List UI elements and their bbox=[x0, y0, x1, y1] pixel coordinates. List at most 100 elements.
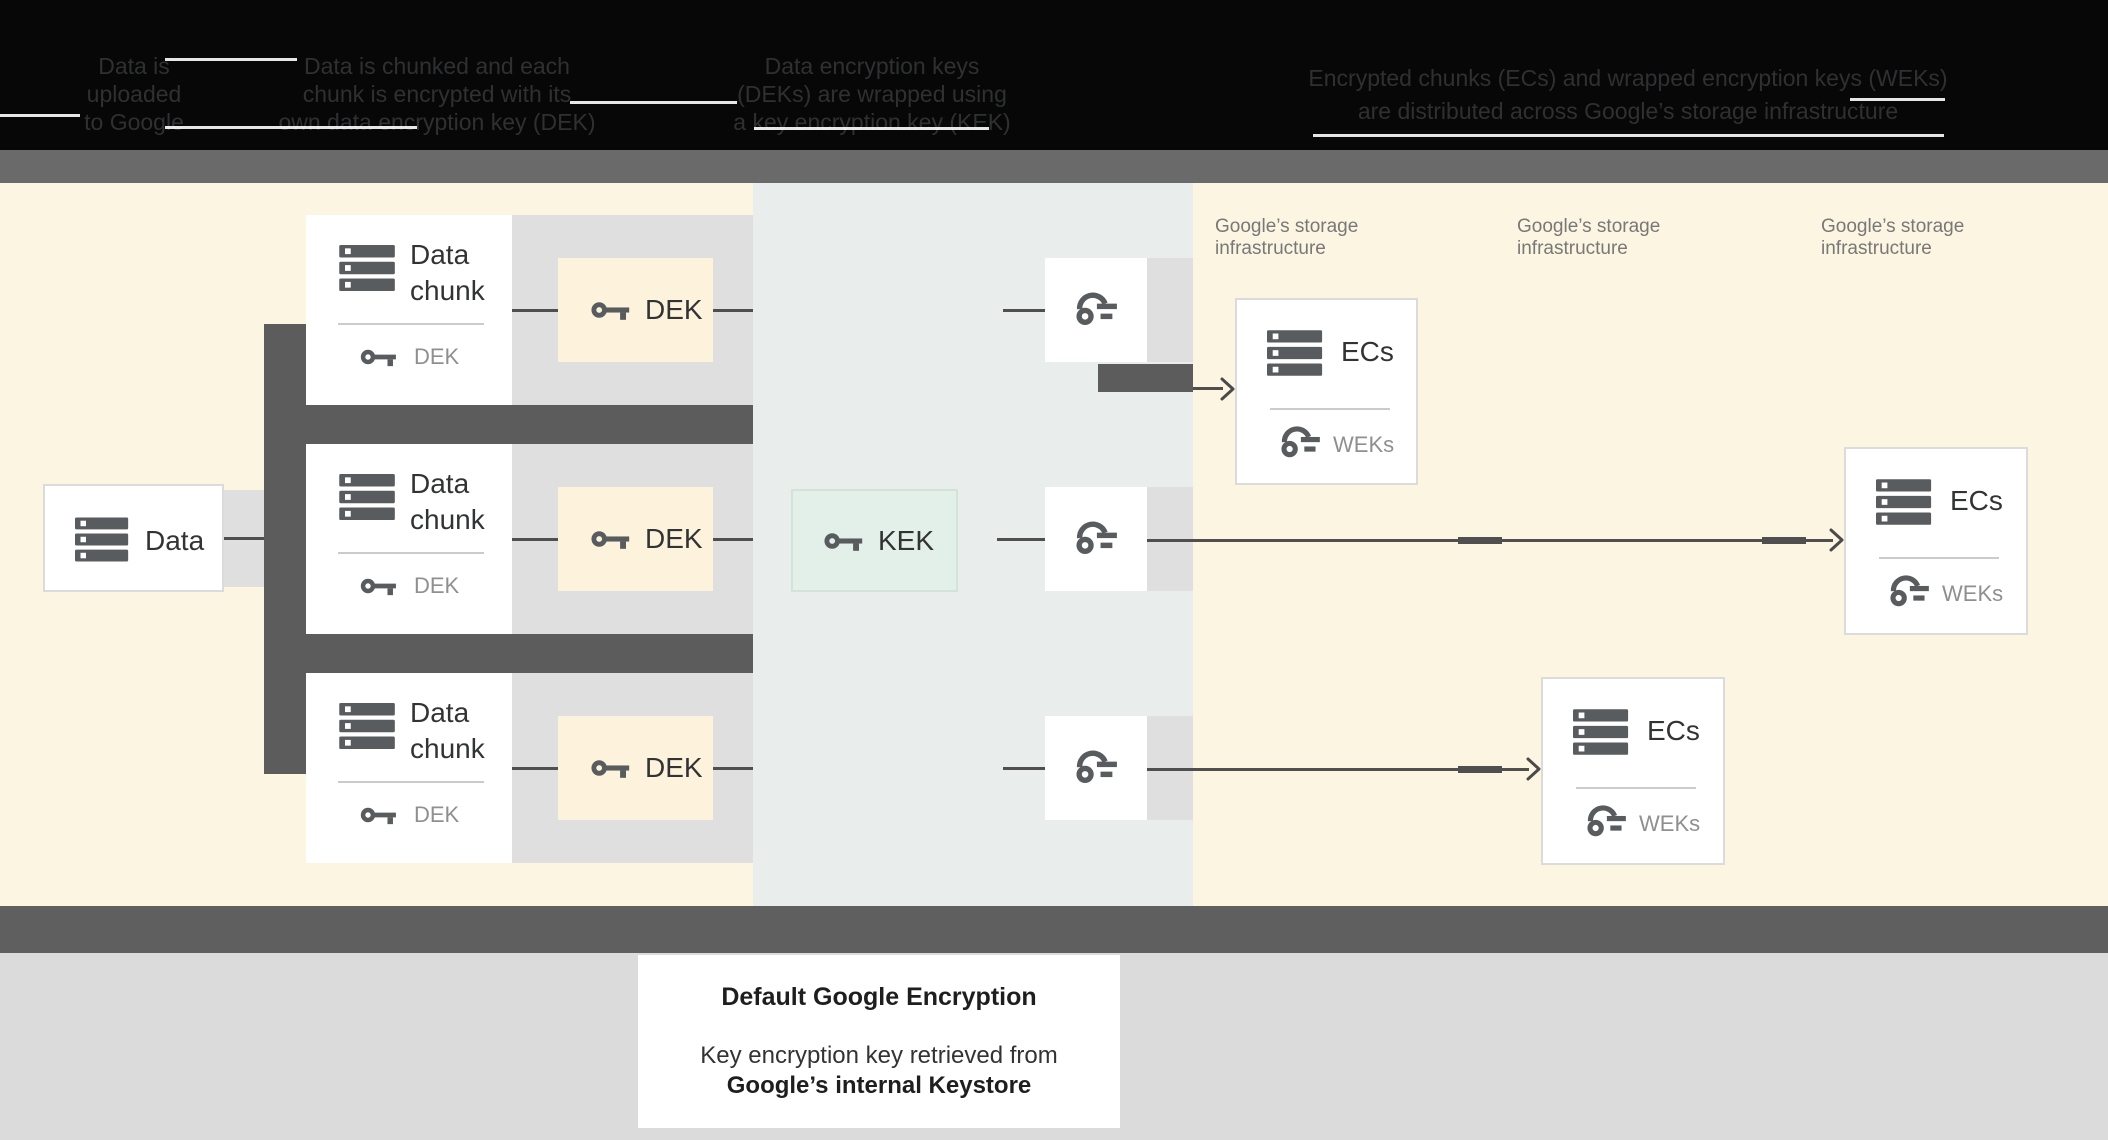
storage-infrastructure-label: Google’s storage infrastructure bbox=[1821, 216, 1965, 259]
wrapped-key-icon bbox=[1076, 521, 1117, 554]
connector-line bbox=[713, 538, 753, 541]
dek-box-label: DEK bbox=[645, 523, 703, 554]
connector-bar bbox=[1098, 364, 1193, 392]
header-artifact-line bbox=[754, 127, 989, 130]
wrapped-key-icon bbox=[1076, 292, 1117, 325]
connector-line bbox=[1003, 767, 1045, 770]
arrow-line-segment bbox=[1458, 766, 1502, 773]
header-step-2-line: Data is chunked and each bbox=[304, 53, 570, 79]
data-chunk-box: Data chunk DEK bbox=[306, 444, 512, 634]
ec-box-title: ECs bbox=[1647, 715, 1700, 746]
box-divider bbox=[338, 552, 484, 554]
ec-wek-label: WEKs bbox=[1333, 432, 1395, 457]
arrowhead-icon bbox=[1829, 528, 1844, 552]
data-chunk-box: Data chunk DEK bbox=[306, 215, 512, 405]
caption-title: Default Google Encryption bbox=[721, 983, 1037, 1011]
ec-box-title: ECs bbox=[1950, 485, 2003, 516]
connector-line bbox=[1003, 309, 1045, 312]
box-divider bbox=[1576, 787, 1696, 789]
connector-bar bbox=[264, 634, 753, 673]
wrapped-key-icon bbox=[1587, 805, 1626, 837]
box-divider bbox=[338, 323, 484, 325]
key-icon bbox=[591, 531, 630, 549]
connector-line bbox=[222, 537, 264, 540]
ec-wek-label: WEKs bbox=[1942, 581, 2004, 606]
arrow-line-segment bbox=[1458, 537, 1502, 544]
data-chunk-title: Data chunk bbox=[410, 239, 485, 306]
divider-band-bottom bbox=[0, 906, 2108, 953]
connector-line bbox=[512, 309, 558, 312]
data-box: Data bbox=[43, 484, 224, 592]
caption-box: Default Google Encryption Key encryption… bbox=[638, 955, 1120, 1128]
chunk-dek-label: DEK bbox=[414, 344, 460, 369]
server-icon bbox=[75, 517, 129, 562]
key-icon bbox=[360, 578, 396, 596]
arrow-line-segment bbox=[1762, 537, 1806, 544]
header-artifact-line bbox=[165, 58, 297, 61]
connector-trunk bbox=[264, 324, 308, 774]
box-divider bbox=[1270, 408, 1390, 410]
server-icon bbox=[1267, 330, 1323, 376]
chunk-dek-label: DEK bbox=[414, 573, 460, 598]
header-step-1: Data is uploaded to Google bbox=[24, 52, 244, 136]
dek-box: DEK bbox=[558, 258, 713, 362]
wrapped-key-box bbox=[1045, 258, 1147, 362]
caption-line-bold: Google’s internal Keystore bbox=[726, 1072, 1032, 1099]
box-divider bbox=[1879, 557, 1999, 559]
ec-wek-label: WEKs bbox=[1639, 811, 1701, 836]
wrapped-key-icon bbox=[1890, 575, 1929, 607]
connector-line bbox=[713, 767, 753, 770]
arrow-line bbox=[1147, 768, 1529, 771]
header-step-1-line: uploaded bbox=[86, 81, 182, 107]
header-dark-strip bbox=[0, 0, 2108, 150]
server-icon bbox=[339, 245, 395, 291]
dek-box-label: DEK bbox=[645, 752, 703, 783]
storage-infrastructure-label: Google’s storage infrastructure bbox=[1517, 216, 1661, 259]
connector-line bbox=[512, 767, 558, 770]
header-step-4: Encrypted chunks (ECs) and wrapped encry… bbox=[1293, 62, 1963, 128]
header-step-1-line: Data is bbox=[98, 53, 170, 79]
box-divider bbox=[338, 781, 484, 783]
header-step-4-line: are distributed across Google’s storage … bbox=[1357, 98, 1899, 124]
key-icon bbox=[360, 349, 396, 367]
dek-box-label: DEK bbox=[645, 294, 703, 325]
data-chunk-title: Data chunk bbox=[410, 468, 485, 535]
header-step-1-line: to Google bbox=[84, 109, 184, 135]
arrowhead-icon bbox=[1220, 377, 1235, 401]
server-icon bbox=[1876, 479, 1932, 525]
wrapped-key-box bbox=[1045, 716, 1147, 820]
arrow-line bbox=[1193, 387, 1223, 390]
kek-box-label: KEK bbox=[878, 524, 935, 556]
header-artifact-line bbox=[0, 114, 80, 117]
header-step-3-line: Data encryption keys bbox=[764, 53, 980, 79]
header-artifact-line bbox=[570, 101, 737, 104]
dek-box: DEK bbox=[558, 487, 713, 591]
header-step-2-line: own data encryption key (DEK) bbox=[278, 109, 596, 135]
ec-box-title: ECs bbox=[1341, 336, 1394, 367]
connector-line bbox=[997, 538, 1045, 541]
header-step-2: Data is chunked and each chunk is encryp… bbox=[277, 52, 597, 136]
header-step-3-line: a key encryption key (KEK) bbox=[733, 109, 1011, 135]
data-chunk-title: Data chunk bbox=[410, 697, 485, 764]
storage-infrastructure-label: Google’s storage infrastructure bbox=[1215, 216, 1359, 259]
ec-box: ECs WEKs bbox=[1541, 677, 1725, 865]
key-icon bbox=[591, 302, 630, 320]
wrapped-key-box bbox=[1045, 487, 1147, 591]
wrapped-key-icon bbox=[1281, 426, 1320, 458]
data-box-label: Data bbox=[145, 525, 205, 556]
header-step-3-line: (DEKs) are wrapped using bbox=[737, 81, 1007, 107]
header-artifact-line bbox=[165, 126, 417, 129]
header-artifact-line bbox=[1850, 98, 1945, 101]
connector-line bbox=[713, 309, 753, 312]
key-icon bbox=[824, 532, 863, 551]
kek-box: KEK bbox=[791, 489, 958, 592]
header-artifact-line bbox=[1313, 134, 1944, 137]
ec-box: ECs WEKs bbox=[1844, 447, 2028, 635]
chunk-dek-label: DEK bbox=[414, 802, 460, 827]
key-icon bbox=[591, 760, 630, 778]
ec-box: ECs WEKs bbox=[1235, 298, 1418, 485]
key-icon bbox=[360, 807, 396, 825]
connector-bar bbox=[264, 405, 753, 444]
wrapped-key-icon bbox=[1076, 750, 1117, 783]
